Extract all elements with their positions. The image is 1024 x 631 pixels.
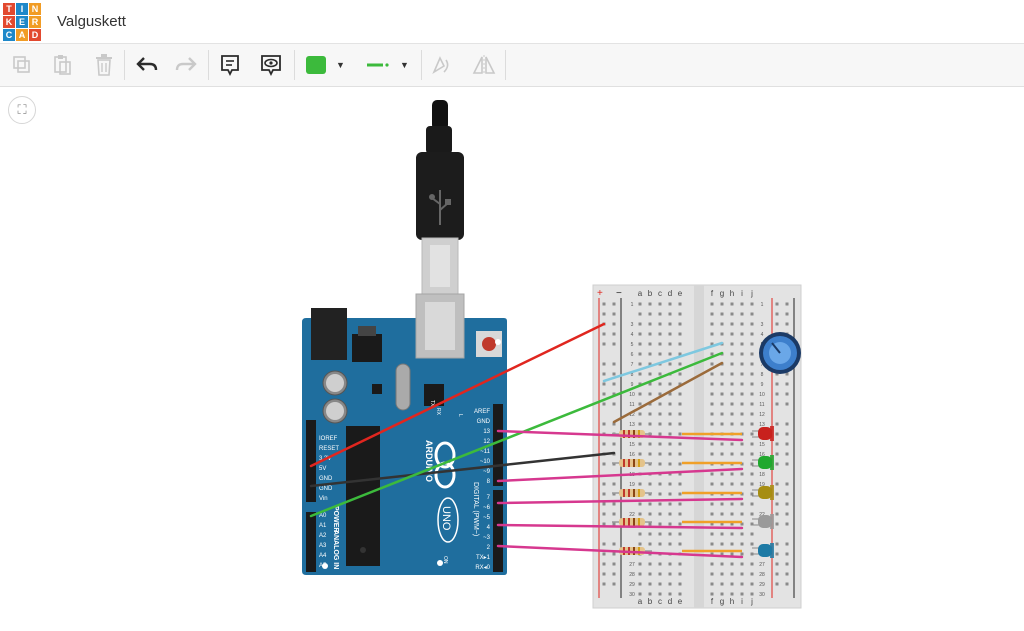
note-icon[interactable] — [216, 51, 244, 79]
circuit-canvas[interactable] — [0, 87, 1024, 631]
logo-letter: D — [29, 29, 41, 41]
logo-letter: T — [3, 3, 15, 15]
redo-icon[interactable] — [172, 51, 200, 79]
logo-letter: A — [16, 29, 28, 41]
paste-icon[interactable] — [48, 51, 76, 79]
fill-color-picker[interactable]: ▼ — [306, 53, 345, 77]
copy-icon[interactable] — [8, 51, 36, 79]
fit-view-icon[interactable]: ⛶ — [8, 96, 36, 124]
eye-note-icon[interactable] — [257, 51, 285, 79]
toolbar-divider — [421, 50, 422, 80]
logo-letter: I — [16, 3, 28, 15]
logo-letter: C — [3, 29, 15, 41]
toolbar-divider — [124, 50, 125, 80]
toolbar-divider — [294, 50, 295, 80]
wire-style-icon — [367, 63, 389, 67]
toolbar: ▼ ▼ — [0, 44, 1024, 87]
undo-icon[interactable] — [133, 51, 161, 79]
toolbar-divider — [208, 50, 209, 80]
logo-letter: N — [29, 3, 41, 15]
chevron-down-icon: ▼ — [336, 60, 345, 70]
fill-color-swatch — [306, 56, 326, 74]
wire-color-picker[interactable]: ▼ — [366, 53, 409, 77]
rotate-icon[interactable] — [427, 51, 455, 79]
chevron-down-icon: ▼ — [400, 60, 409, 70]
toolbar-divider — [505, 50, 506, 80]
logo-letter: E — [16, 16, 28, 28]
logo-letter: K — [3, 16, 15, 28]
trash-icon[interactable] — [90, 51, 118, 79]
flip-icon[interactable] — [470, 51, 498, 79]
logo-letter: R — [29, 16, 41, 28]
project-title[interactable]: Valguskett — [57, 13, 126, 30]
